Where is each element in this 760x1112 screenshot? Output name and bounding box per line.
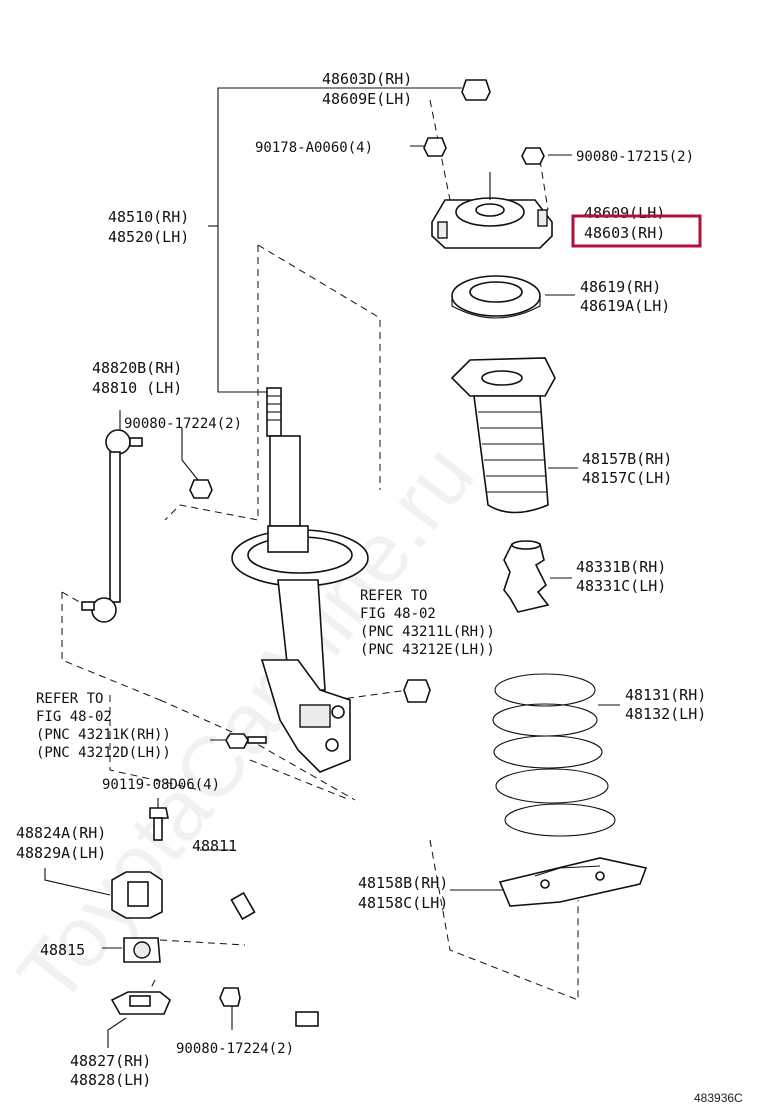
leader-lines: [44, 87, 620, 1048]
nut-48603d: [461, 79, 491, 101]
label-48828[interactable]: 48828(LH): [70, 1071, 151, 1089]
refer-left-line3[interactable]: (PNC 43211K(RH)): [36, 727, 171, 743]
bump-boot: [450, 357, 556, 514]
stabilizer-bar: [177, 855, 326, 1027]
highlight-box: [571, 214, 702, 248]
nut-90178: [423, 137, 447, 157]
label-48520[interactable]: 48520(LH): [108, 228, 189, 246]
label-48820b[interactable]: 48820B(RH): [92, 359, 182, 377]
refer-left-line1[interactable]: REFER TO: [36, 691, 103, 707]
label-90080-17215[interactable]: 90080-17215(2): [576, 149, 694, 165]
stabilizer-link: [81, 429, 143, 623]
nut-90080-17224-top: [189, 479, 213, 499]
label-48824a[interactable]: 48824A(RH): [16, 824, 106, 842]
bolt-43211k: [225, 733, 267, 749]
bolt-90119: [149, 807, 169, 841]
nut-90080-17215: [521, 147, 545, 165]
label-48609e[interactable]: 48609E(LH): [322, 90, 412, 108]
refer-right-line4[interactable]: (PNC 43212E(LH)): [360, 642, 495, 658]
bracket-48827: [110, 991, 171, 1015]
label-90119[interactable]: 90119-08D06(4): [102, 777, 220, 793]
label-48158b[interactable]: 48158B(RH): [358, 874, 448, 892]
refer-right-line2[interactable]: FIG 48-02: [360, 606, 436, 622]
label-48827[interactable]: 48827(RH): [70, 1052, 151, 1070]
refer-right-line1[interactable]: REFER TO: [360, 588, 427, 604]
label-48619[interactable]: 48619(RH): [580, 278, 661, 296]
label-48619a[interactable]: 48619A(LH): [580, 297, 670, 315]
label-90178[interactable]: 90178-A0060(4): [255, 140, 373, 156]
label-48603d[interactable]: 48603D(RH): [322, 70, 412, 88]
label-48829a[interactable]: 48829A(LH): [16, 844, 106, 862]
refer-left-line2[interactable]: FIG 48-02: [36, 709, 112, 725]
label-48157b[interactable]: 48157B(RH): [582, 450, 672, 468]
shock-absorber: [231, 387, 369, 773]
spring-upper-seat: [451, 275, 541, 319]
label-48811[interactable]: 48811: [192, 837, 237, 855]
label-48132[interactable]: 48132(LH): [625, 705, 706, 723]
label-48331c[interactable]: 48331C(LH): [576, 577, 666, 595]
refer-right-line3[interactable]: (PNC 43211L(RH)): [360, 624, 495, 640]
refer-left-line4[interactable]: (PNC 43212D(LH)): [36, 745, 171, 761]
part-labels: 48603D(RH) 48609E(LH) 90178-A0060(4) 900…: [16, 70, 706, 1089]
nut-43211l: [403, 679, 431, 703]
bump-stopper: [503, 540, 550, 613]
coil-spring: [492, 673, 616, 837]
label-48131[interactable]: 48131(RH): [625, 686, 706, 704]
label-90080-17224-top[interactable]: 90080-17224(2): [124, 416, 242, 432]
label-48510[interactable]: 48510(RH): [108, 208, 189, 226]
label-48157c[interactable]: 48157C(LH): [582, 469, 672, 487]
figure-id: 483936C: [694, 1091, 743, 1105]
upper-support: [431, 172, 553, 249]
label-48331b[interactable]: 48331B(RH): [576, 558, 666, 576]
label-48810[interactable]: 48810 (LH): [92, 379, 182, 397]
label-48158c[interactable]: 48158C(LH): [358, 894, 448, 912]
label-48603[interactable]: 48603(RH): [584, 224, 665, 242]
bracket-48824a: [111, 871, 163, 919]
bushing-48815: [123, 937, 161, 963]
label-48815[interactable]: 48815: [40, 941, 85, 959]
label-90080-17224-bot[interactable]: 90080-17224(2): [176, 1041, 294, 1057]
highlight-bg: [573, 219, 699, 244]
nut-90080-17224-bot: [219, 987, 241, 1007]
spring-lower-insulator: [498, 857, 648, 907]
